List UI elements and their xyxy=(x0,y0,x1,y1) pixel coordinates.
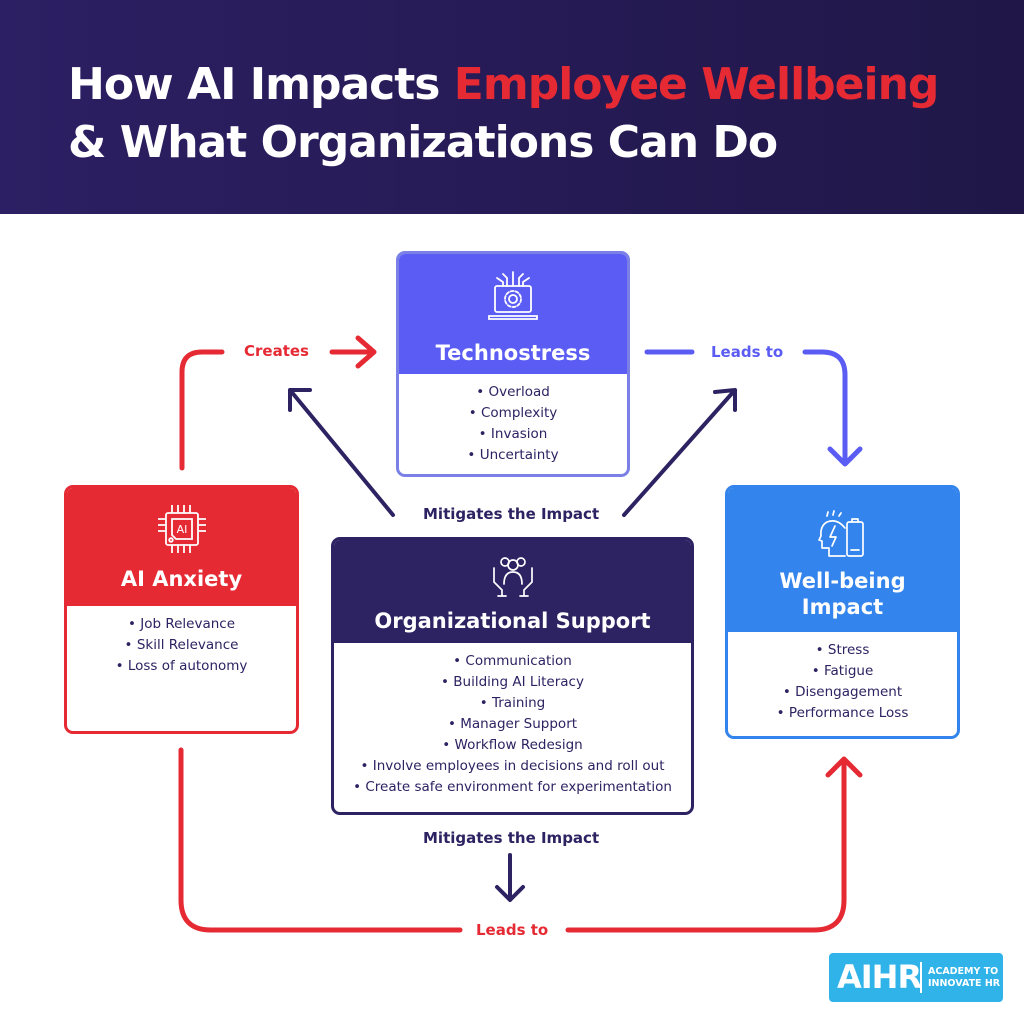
list-item: Involve employees in decisions and roll … xyxy=(334,756,691,777)
wellbeing-title-line1: Well-being xyxy=(779,569,906,593)
list-item: Skill Relevance xyxy=(67,635,296,656)
list-item: Invasion xyxy=(399,424,627,445)
mitigates-arrow-right-icon xyxy=(622,388,737,517)
creates-arrow-icon xyxy=(329,335,377,369)
list-item: Fatigue xyxy=(728,661,957,682)
group-hands-icon xyxy=(492,557,533,597)
leads-to-bottom-arrow-icon xyxy=(565,756,863,933)
list-item: Loss of autonomy xyxy=(67,656,296,677)
wellbeing-card: Well-being Impact Stress Fatigue Disenga… xyxy=(725,485,960,739)
list-item: Stress xyxy=(728,640,957,661)
page-title: How AI Impacts Employee Wellbeing & What… xyxy=(68,56,940,172)
mitigates-arrow-left-icon xyxy=(288,388,395,517)
wellbeing-title-line2: Impact xyxy=(801,595,884,619)
list-item: Job Relevance xyxy=(67,614,296,635)
list-item: Complexity xyxy=(399,403,627,424)
head-battery-icon xyxy=(817,510,864,557)
title-part1: How AI Impacts xyxy=(68,59,454,110)
header-banner: How AI Impacts Employee Wellbeing & What… xyxy=(0,0,1024,214)
title-highlight: Employee Wellbeing xyxy=(453,59,940,110)
wellbeing-list: Stress Fatigue Disengagement Performance… xyxy=(728,632,957,724)
creates-line xyxy=(179,349,225,471)
list-item: Training xyxy=(334,693,691,714)
leads-to-bottom-label: Leads to xyxy=(476,921,549,939)
svg-text:AI: AI xyxy=(176,523,187,536)
technostress-title: Technostress xyxy=(435,341,591,365)
list-item: Overload xyxy=(399,382,627,403)
ai-anxiety-list: Job Relevance Skill Relevance Loss of au… xyxy=(67,606,296,677)
org-support-list: Communication Building AI Literacy Train… xyxy=(334,643,691,798)
list-item: Disengagement xyxy=(728,682,957,703)
leads-to-top-label: Leads to xyxy=(711,343,784,361)
mitigates-arrow-down-icon xyxy=(495,853,525,902)
creates-label: Creates xyxy=(244,342,309,360)
mitigates-bottom-label: Mitigates the Impact xyxy=(423,829,600,847)
aihr-logo: AIHR ACADEMY TO INNOVATE HR xyxy=(829,953,1003,1002)
title-line2: & What Organizations Can Do xyxy=(68,117,778,168)
logo-separator xyxy=(920,962,922,993)
list-item: Manager Support xyxy=(334,714,691,735)
list-item: Uncertainty xyxy=(399,445,627,466)
mitigates-top-label: Mitigates the Impact xyxy=(423,505,600,523)
logo-line1: ACADEMY TO xyxy=(928,966,999,977)
ai-chip-icon: AI xyxy=(157,505,206,553)
logo-mark: AIHR xyxy=(837,958,922,996)
org-support-title: Organizational Support xyxy=(374,609,651,633)
technostress-list: Overload Complexity Invasion Uncertainty xyxy=(399,374,627,466)
list-item: Create safe environment for experimentat… xyxy=(334,777,691,798)
logo-text: ACADEMY TO INNOVATE HR xyxy=(928,966,1000,990)
list-item: Building AI Literacy xyxy=(334,672,691,693)
technostress-card: Technostress Overload Complexity Invasio… xyxy=(396,251,630,477)
laptop-gear-icon xyxy=(488,271,538,320)
list-item: Workflow Redesign xyxy=(334,735,691,756)
org-support-card: Organizational Support Communication Bui… xyxy=(331,537,694,815)
logo-line2: INNOVATE HR xyxy=(928,978,1001,989)
ai-anxiety-card: AI AI Anxiety Job Relevance Skill Releva… xyxy=(64,485,299,734)
list-item: Performance Loss xyxy=(728,703,957,724)
ai-anxiety-title: AI Anxiety xyxy=(120,567,243,591)
leads-to-arrow-icon xyxy=(802,349,863,467)
list-item: Communication xyxy=(334,651,691,672)
